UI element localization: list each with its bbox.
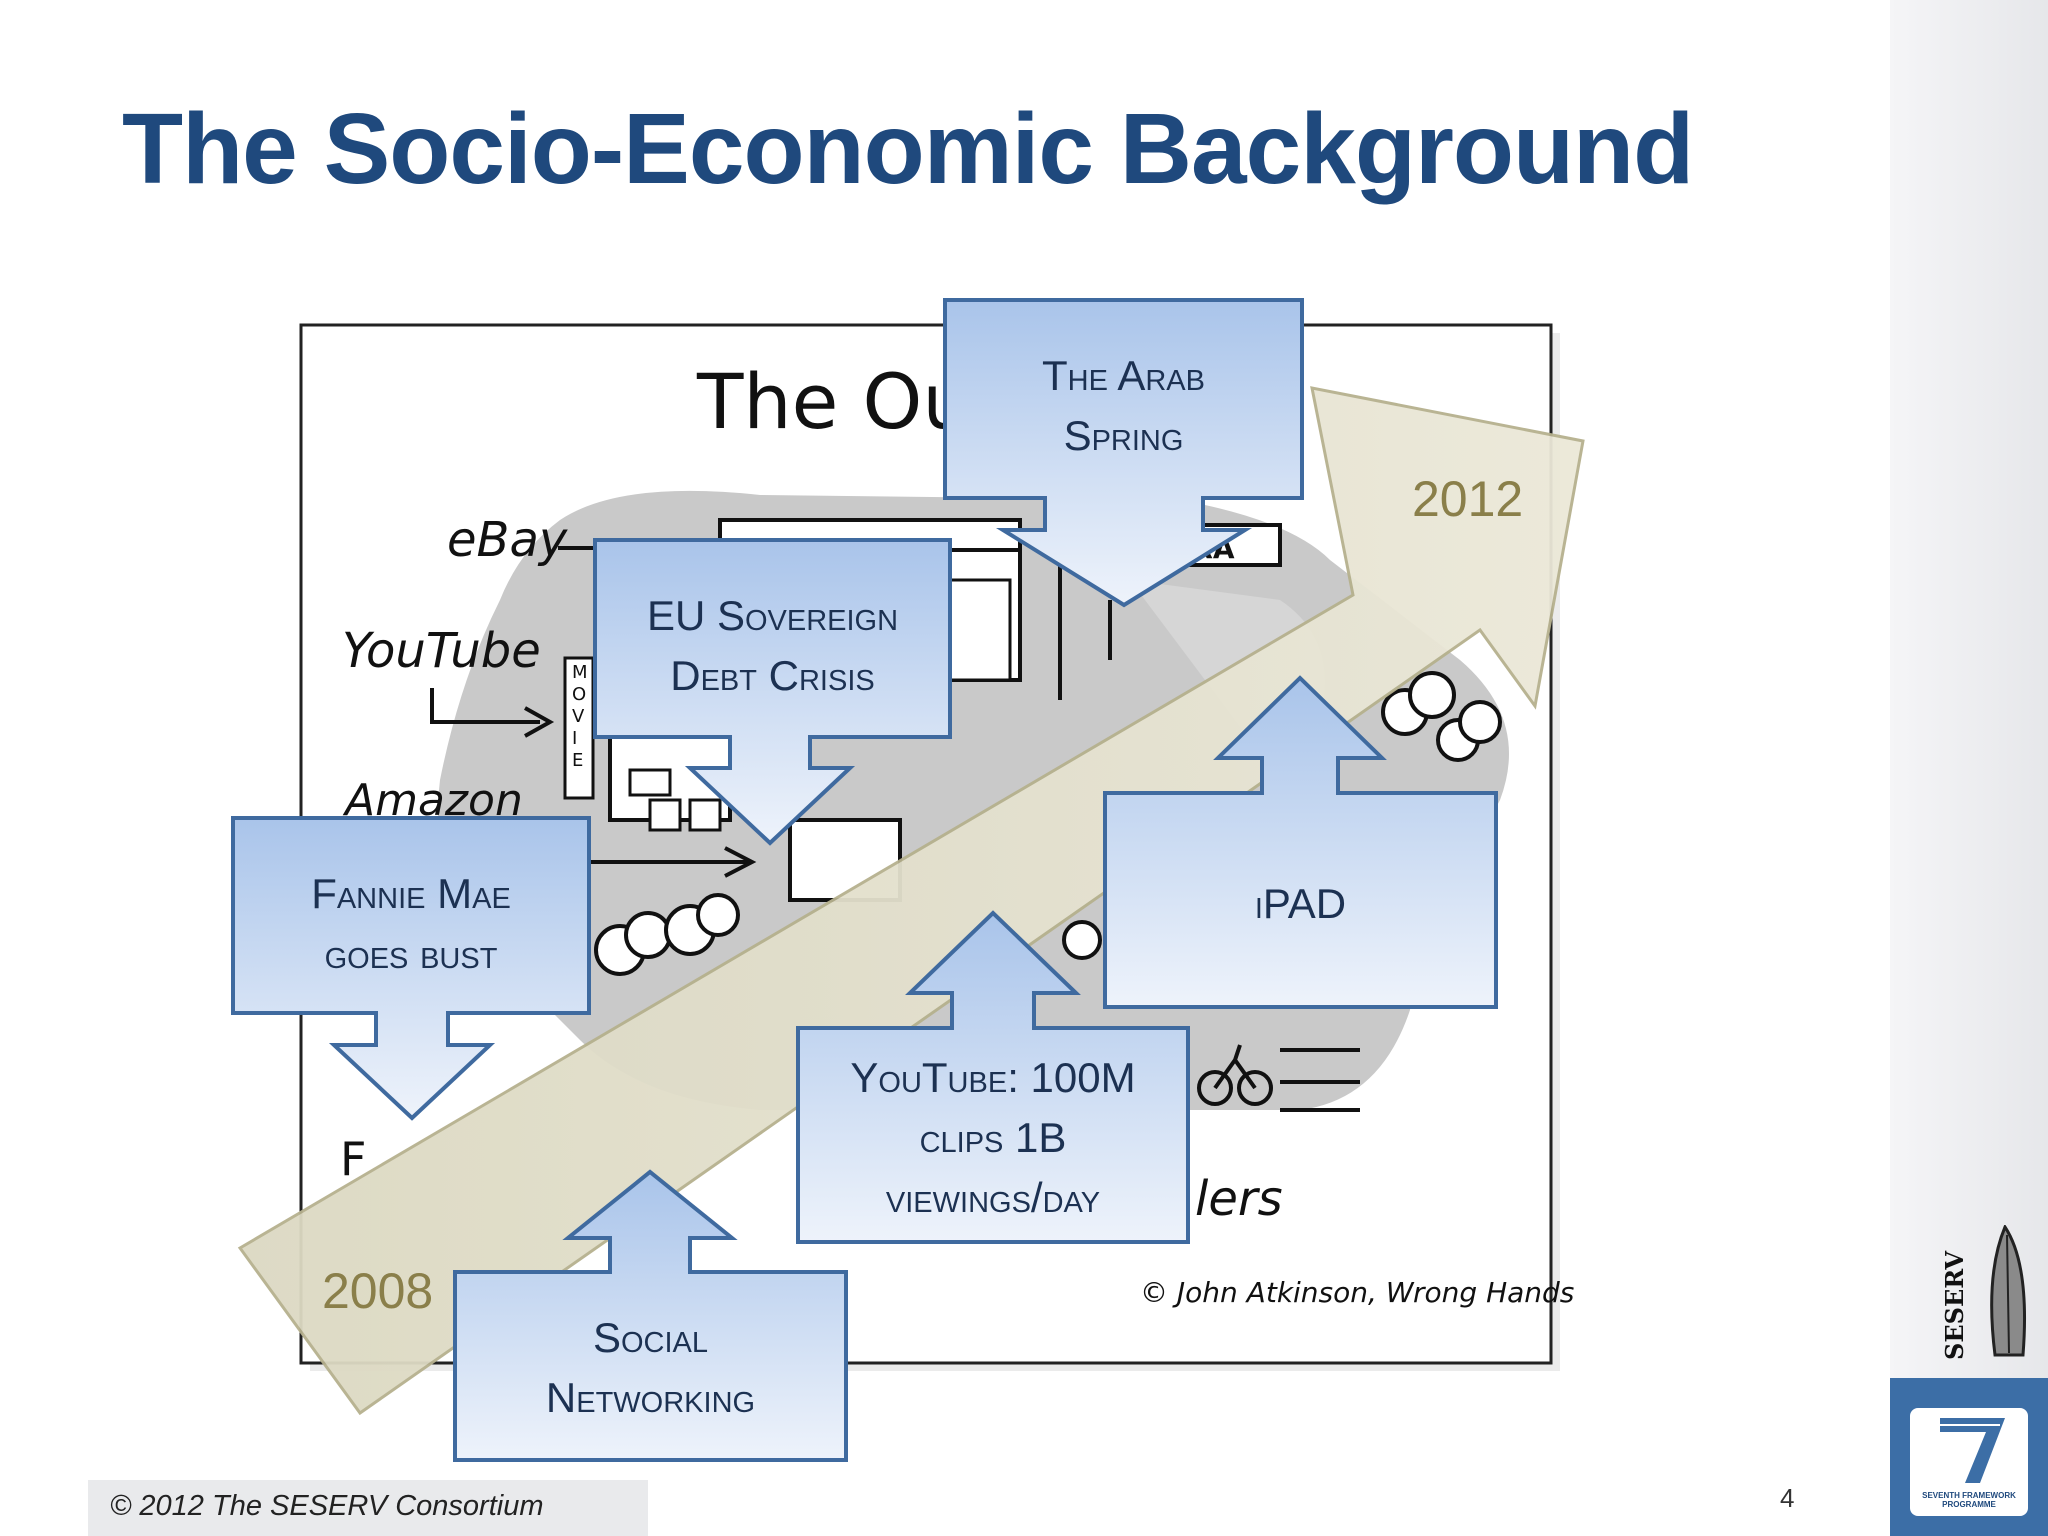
cartoon-lers-fragment: lers: [1195, 1171, 1283, 1227]
callout-social-networking-shape: [453, 1169, 848, 1462]
callout-youtube-stats-shape: [796, 910, 1190, 1244]
copyright-text: © 2012 The SESERV Consortium: [110, 1490, 544, 1522]
callout-social-networking: Social Networking: [545, 1313, 756, 1421]
callout-eu-debt-shape: [593, 538, 952, 846]
seserv-logo: SESERV: [1940, 1225, 2026, 1360]
seserv-logo-text: SESERV: [1940, 1251, 1969, 1360]
callout-ipad: iPAD: [1254, 879, 1347, 927]
callout-arab-spring-shape: [943, 298, 1304, 608]
cartoon-ebay-label: eBay: [447, 512, 568, 568]
callout-ipad-shape: [1103, 675, 1498, 1009]
slide-title: The Socio-Economic Background: [122, 93, 1694, 205]
callout-fannie-mae: Fannie Mae goes bust: [311, 869, 511, 977]
callout-fannie-mae-shape: [231, 816, 591, 1121]
callout-arab-spring: The Arab Spring: [1042, 351, 1205, 459]
callout-youtube-stats: YouTube: 100M clips 1B viewings/day: [850, 1054, 1136, 1221]
fp7-line1: SEVENTH FRAMEWORK: [1922, 1491, 2016, 1500]
cartoon-title-fragment: The Ou: [696, 357, 971, 446]
timeline-start-year: 2008: [322, 1263, 434, 1319]
fp7-seven-icon: [1938, 1418, 2005, 1483]
cartoon-youtube-label: YouTube: [342, 623, 541, 679]
callout-eu-debt-crisis: EU Sovereign Debt Crisis: [646, 591, 899, 699]
footer-bar: [88, 1480, 648, 1536]
fp7-line2: PROGRAMME: [1942, 1500, 1996, 1509]
timeline-end-year: 2012: [1412, 471, 1524, 527]
page-number: 4: [1780, 1483, 1795, 1513]
fp7-logo: SEVENTH FRAMEWORK PROGRAMME: [1910, 1408, 2028, 1516]
cartoon-credit: © John Atkinson, Wrong Hands: [1140, 1276, 1574, 1309]
